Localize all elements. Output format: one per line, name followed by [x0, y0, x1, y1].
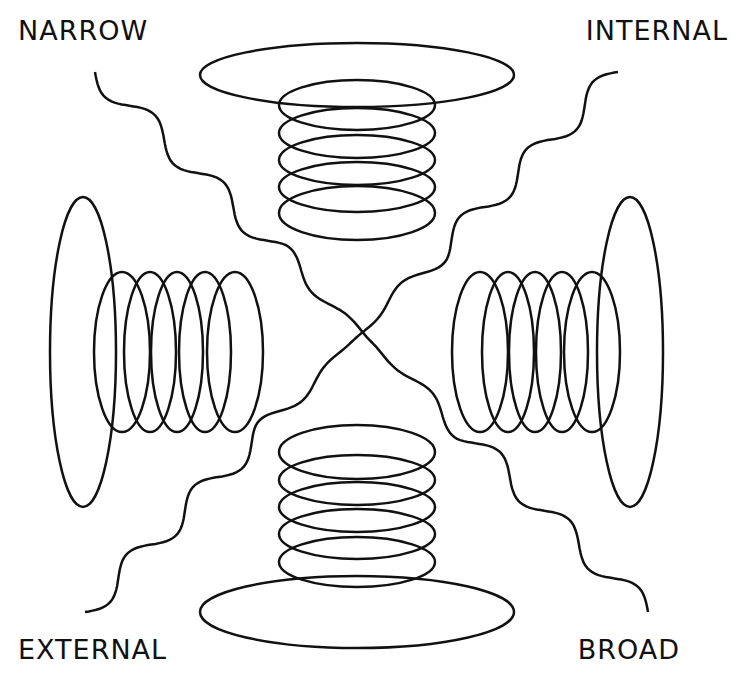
corner-label: EXTERNAL: [18, 636, 167, 663]
bottom-coil: [200, 425, 514, 648]
wavy-line: [95, 72, 648, 612]
wavy-line: [85, 72, 618, 612]
corner-label: NARROW: [18, 17, 148, 44]
corner-label: INTERNAL: [586, 17, 728, 44]
top-coil: [200, 43, 514, 240]
right-coil: [452, 197, 663, 507]
corner-label: BROAD: [578, 636, 680, 663]
left-coil: [50, 197, 263, 507]
